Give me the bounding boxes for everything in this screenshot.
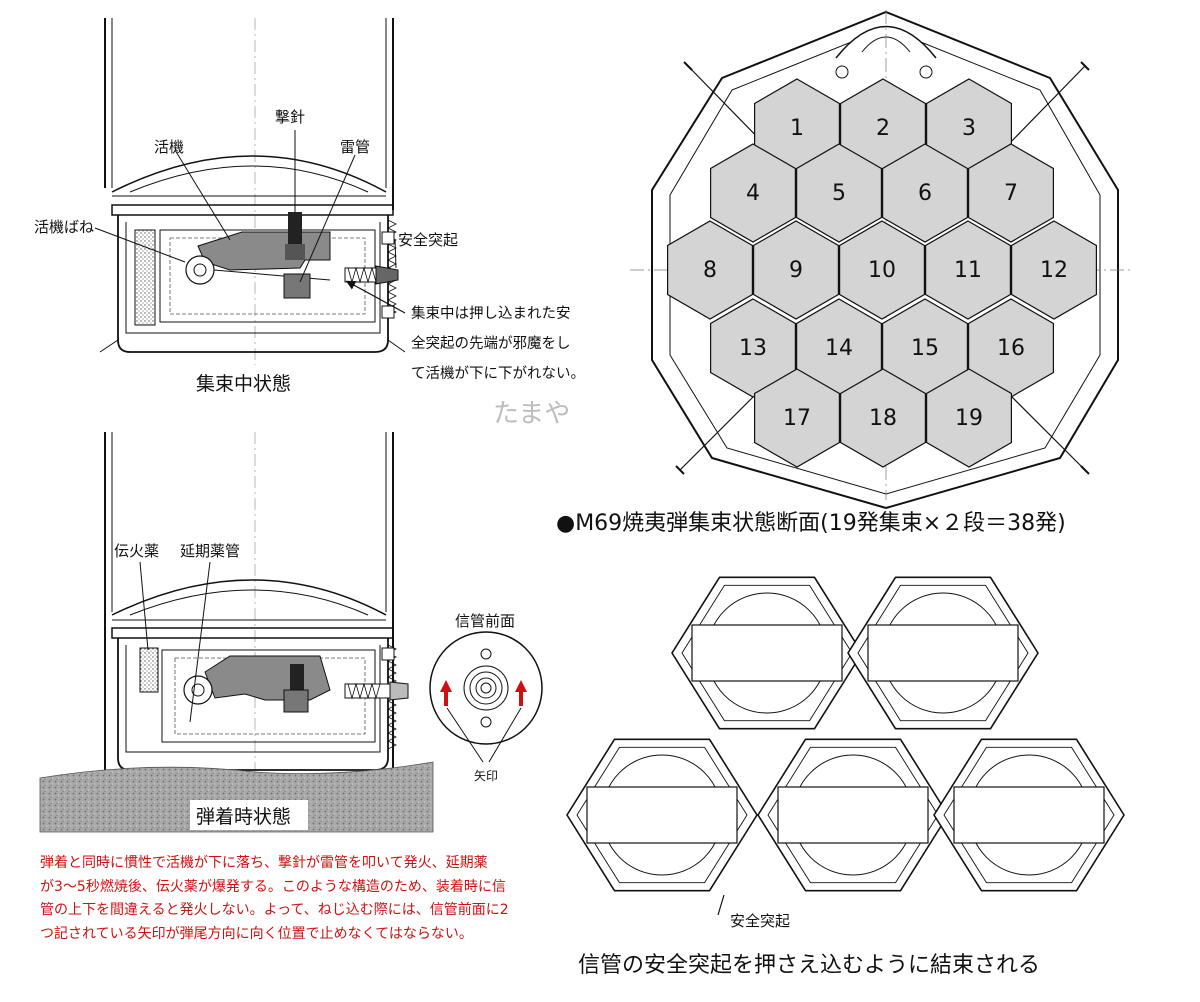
bundle-strap-3 bbox=[586, 786, 738, 844]
note-line-3: て活機が下に下がれない。 bbox=[411, 365, 585, 382]
bomb-hex-5 bbox=[795, 143, 883, 243]
bomb-hex-6 bbox=[881, 143, 969, 243]
bomb-hex-10 bbox=[838, 220, 926, 320]
note-line-1: 集束中は押し込まれた安 bbox=[411, 305, 571, 322]
bundle-strap-1 bbox=[691, 624, 843, 682]
bomb-number-3: 3 bbox=[962, 116, 976, 141]
bomb-hex-4 bbox=[709, 143, 797, 243]
red-arrow-right-icon bbox=[515, 680, 527, 706]
bomb-hex-18 bbox=[839, 368, 927, 468]
impact-explanation: 弾着と同時に慣性で活機が下に落ち、撃針が雷管を叩いて発火、延期薬 が3〜5秒燃焼… bbox=[40, 852, 560, 946]
bomb-number-19: 19 bbox=[955, 406, 983, 431]
note-line-2: 全突起の先端が邪魔をし bbox=[411, 334, 571, 352]
bomb-number-4: 4 bbox=[746, 181, 760, 206]
red-note-line-4: つ記されている矢印が弾尾方向に向く位置で止めなくてはならない。 bbox=[40, 925, 473, 942]
label-striker: 活機 bbox=[154, 138, 184, 156]
label-safety-pin-top: 安全突起 bbox=[398, 231, 458, 249]
bomb-number-18: 18 bbox=[869, 406, 897, 431]
bomb-number-13: 13 bbox=[739, 336, 767, 361]
label-igniter: 伝火薬 bbox=[114, 542, 159, 560]
red-note-line-1: 弾着と同時に慣性で活機が下に落ち、撃針が雷管を叩いて発火、延期薬 bbox=[40, 855, 488, 871]
bomb-number-15: 15 bbox=[911, 336, 939, 361]
bomb-number-2: 2 bbox=[876, 116, 890, 141]
bomb-number-14: 14 bbox=[825, 336, 853, 361]
bomb-hex-13 bbox=[709, 298, 797, 398]
label-detonator: 雷管 bbox=[340, 138, 370, 156]
label-delay-tube: 延期薬管 bbox=[180, 542, 240, 560]
bomb-number-1: 1 bbox=[790, 116, 804, 141]
watermark: たまや bbox=[493, 399, 570, 429]
bundle-strap-5 bbox=[953, 786, 1105, 844]
bundle-caption: 信管の安全突起を押さえ込むように結束される bbox=[578, 953, 1040, 978]
bomb-number-16: 16 bbox=[997, 336, 1025, 361]
bomb-hex-17 bbox=[753, 368, 841, 468]
bomb-hex-12 bbox=[1010, 220, 1098, 320]
label-firing-pin: 撃針 bbox=[275, 108, 305, 126]
bundle-hex-inner-4 bbox=[767, 746, 939, 884]
bomb-hex-19 bbox=[925, 368, 1013, 468]
bomb-number-11: 11 bbox=[954, 258, 982, 283]
bomb-number-6: 6 bbox=[918, 181, 932, 206]
bundle-hex-inner-3 bbox=[576, 746, 748, 884]
bomb-number-7: 7 bbox=[1004, 181, 1018, 206]
red-arrow-left-icon bbox=[440, 680, 452, 706]
bundle-hex-inner-2 bbox=[857, 584, 1029, 722]
cluster-caption: ●M69焼夷弾集束状態断面(19発集束×２段＝38発) bbox=[556, 511, 1066, 536]
bundle-drawing bbox=[566, 576, 1125, 916]
red-note-line-3: 管の上下を間違えると発火しない。よって、ねじ込む際には、信管前面に2 bbox=[40, 902, 509, 918]
bomb-number-8: 8 bbox=[703, 258, 717, 283]
fuze-front-title: 信管前面 bbox=[455, 612, 515, 630]
fuze-impact-diagram bbox=[39, 432, 543, 833]
bomb-number-10: 10 bbox=[868, 258, 896, 283]
bomb-hex-8 bbox=[666, 220, 754, 320]
bundle-hex-inner-5 bbox=[943, 746, 1115, 884]
label-safety-pin-bundle: 安全突起 bbox=[730, 912, 790, 930]
label-arrow: 矢印 bbox=[474, 769, 498, 783]
bomb-number-12: 12 bbox=[1040, 258, 1068, 283]
bomb-number-17: 17 bbox=[783, 406, 811, 431]
bomb-number-5: 5 bbox=[832, 181, 846, 206]
fuze-clustered-diagram bbox=[94, 18, 406, 365]
caption-impact: 弾着時状態 bbox=[196, 806, 291, 828]
bundle-strap-2 bbox=[867, 624, 1019, 682]
label-striker-spring: 活機ばね bbox=[34, 218, 94, 236]
bomb-hex-11 bbox=[924, 220, 1012, 320]
caption-clustered: 集束中状態 bbox=[196, 373, 291, 395]
bomb-hex-7 bbox=[967, 143, 1055, 243]
bundle-strap-4 bbox=[777, 786, 929, 844]
bomb-hex-9 bbox=[752, 220, 840, 320]
bundle-hex-inner-1 bbox=[681, 584, 853, 722]
red-note-line-2: が3〜5秒燃焼後、伝火薬が爆発する。このような構造のため、装着時に信 bbox=[40, 878, 506, 895]
bomb-number-9: 9 bbox=[789, 258, 803, 283]
